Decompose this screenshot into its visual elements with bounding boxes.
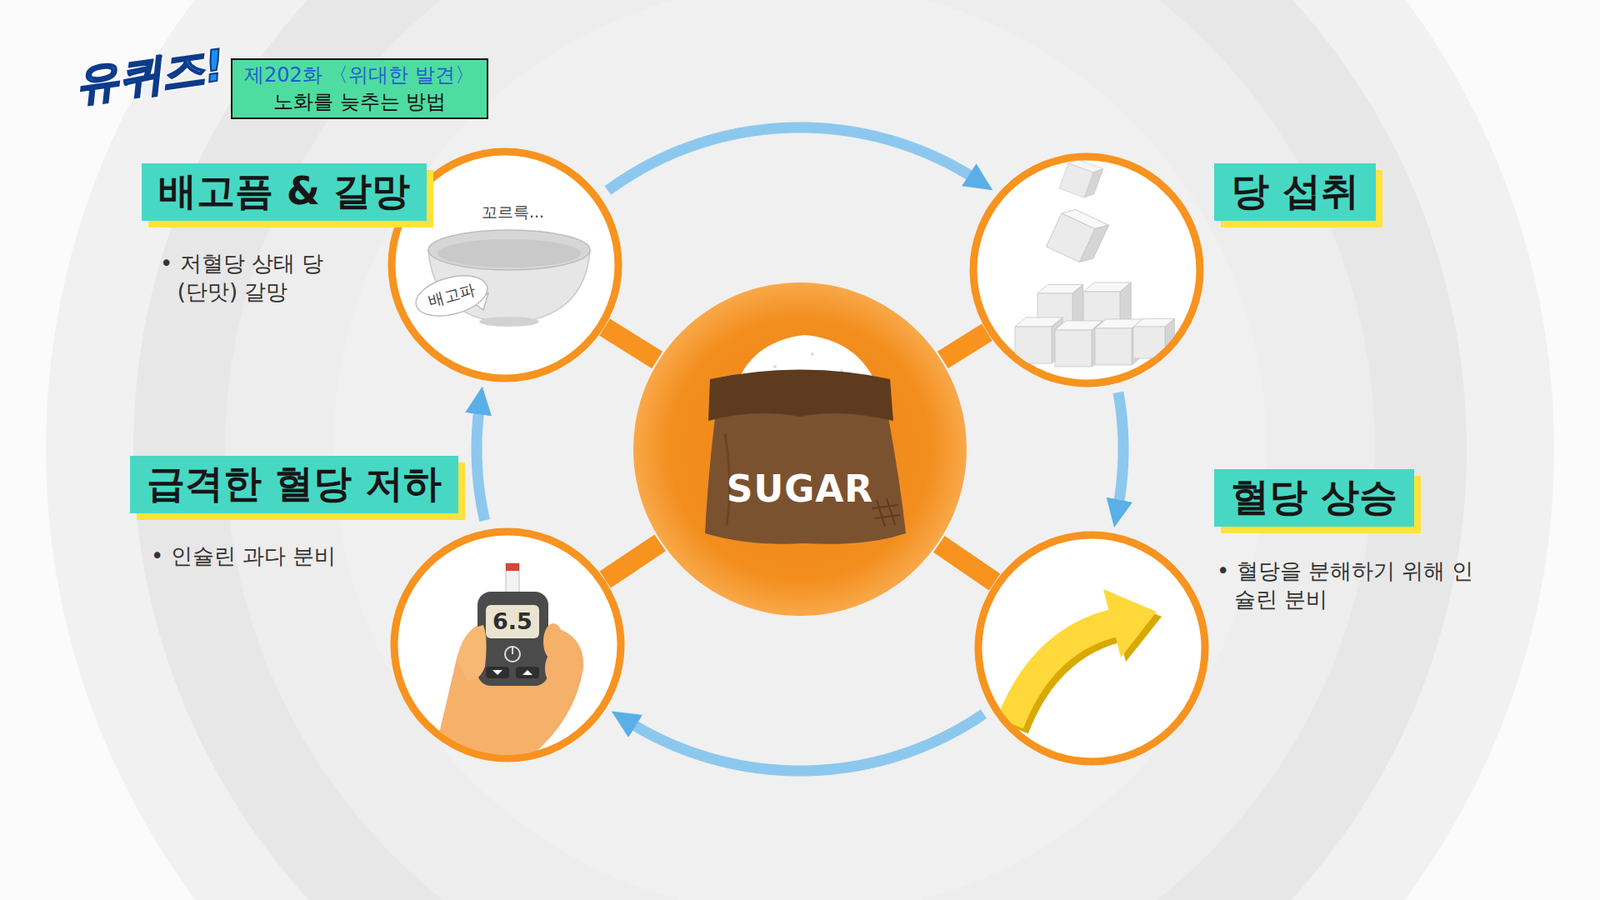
label-wrap: 배고파 xyxy=(423,279,480,312)
glucometer-illustration xyxy=(433,563,584,759)
step-heading: 혈당 상승 xyxy=(1214,469,1415,527)
show-logo: 유퀴즈! xyxy=(72,41,228,110)
hub-spoke xyxy=(605,327,658,360)
cycle-arrow xyxy=(607,127,977,191)
episode-subtitle: 노화를 늦추는 방법 xyxy=(244,88,475,115)
rising-arrow-illustration xyxy=(1010,589,1162,729)
label-wrap: 유퀴즈! xyxy=(72,41,228,110)
text-wrap: 혈당 상승 xyxy=(1214,469,1415,527)
text-wrap: • 혈당을 분해하기 위해 인슐린 분비 xyxy=(1216,557,1475,615)
step-heading: 당 섭취 xyxy=(1214,163,1376,221)
speech-bubble-text: 배고파 xyxy=(423,279,480,312)
episode-title: 제202화 〈위대한 발견〉 xyxy=(244,61,475,89)
sack-label: SUGAR xyxy=(631,469,969,510)
text-wrap: 배고픔 & 갈망 xyxy=(141,163,427,221)
text-wrap: 급격한 혈당 저하 xyxy=(130,455,459,514)
hub-spoke xyxy=(942,332,987,360)
meter-reading: 6.5 xyxy=(485,609,540,635)
bowl-illustration xyxy=(411,230,590,327)
text-wrap: 당 섭취 xyxy=(1214,163,1376,221)
step-heading: 배고픔 & 갈망 xyxy=(141,163,427,221)
cycle-arrow xyxy=(626,714,984,771)
step-note: • 혈당을 분해하기 위해 인슐린 분비 xyxy=(1216,557,1475,615)
label-wrap: 꼬르륵... xyxy=(481,202,545,222)
step-heading: 급격한 혈당 저하 xyxy=(130,455,459,514)
sugar-sack-illustration xyxy=(705,335,906,545)
text-wrap: SUGAR xyxy=(631,469,969,510)
circle-ring xyxy=(978,535,1205,762)
hub-fill xyxy=(633,282,967,616)
cycle-arrow xyxy=(476,404,485,520)
header-box: 제202화 〈위대한 발견〉노화를 늦추는 방법 xyxy=(230,58,489,120)
circle-ring xyxy=(973,156,1200,384)
step-note: • 저혈당 상태 당(단맛) 갈망 xyxy=(160,250,335,307)
circle-ring xyxy=(394,531,621,759)
hub-spoke xyxy=(939,544,995,583)
cycle-arrow xyxy=(1117,392,1124,510)
label-wrap: 6.5 xyxy=(485,609,540,635)
text-wrap: • 인슐린 과다 분비 xyxy=(150,542,336,571)
sound-effect: 꼬르륵... xyxy=(481,202,545,222)
hub-spoke xyxy=(605,542,660,580)
sugar-cubes-illustration xyxy=(1015,156,1175,367)
step-note: • 인슐린 과다 분비 xyxy=(150,542,336,571)
text-wrap: • 저혈당 상태 당(단맛) 갈망 xyxy=(160,250,335,307)
